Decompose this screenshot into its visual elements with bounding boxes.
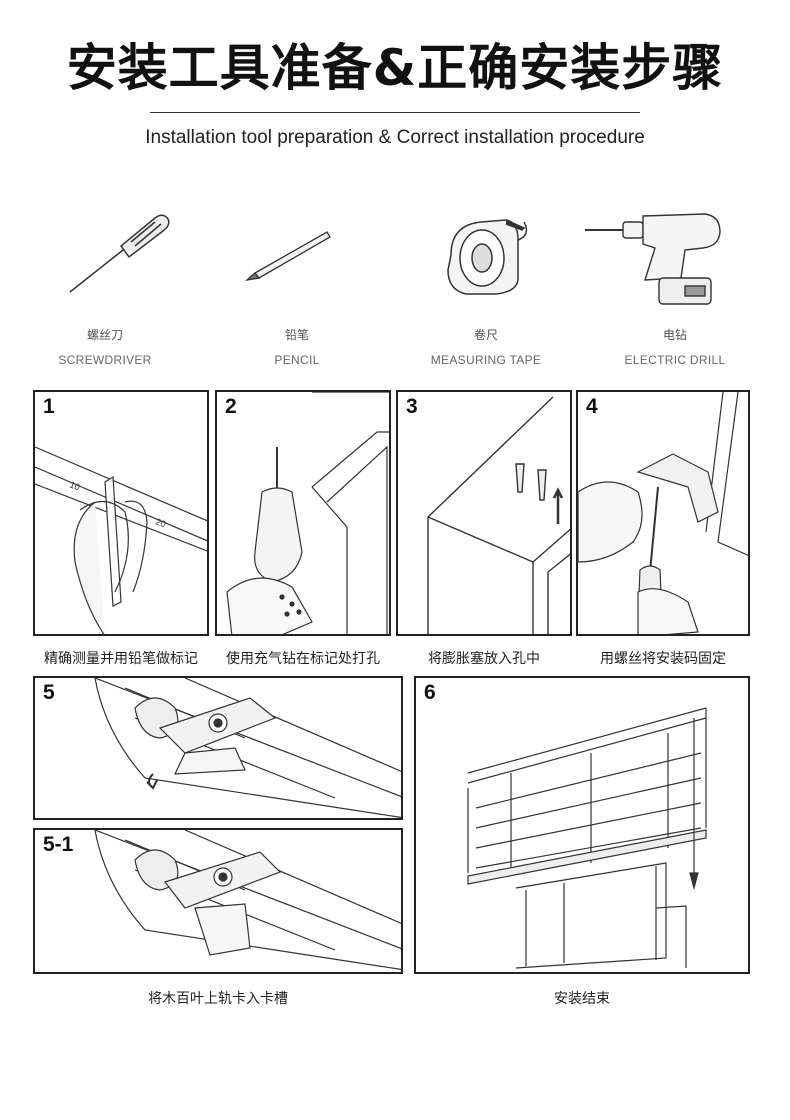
step-5-1-panel: 5-1	[33, 828, 403, 974]
step-number: 1	[43, 395, 55, 418]
tool-label-en: MEASURING TAPE	[430, 353, 542, 367]
page-subtitle: Installation tool preparation & Correct …	[145, 127, 645, 148]
tool-label-cn: 螺丝刀	[86, 328, 123, 342]
tool-label-en: ELECTRIC DRILL	[624, 353, 726, 367]
step-4-panel: 4	[576, 390, 750, 636]
step-3-panel: 3	[396, 390, 572, 636]
ruler-mark-10: 10	[68, 479, 81, 492]
step-5-illustration	[94, 678, 401, 818]
step-5-caption: 将木百叶上轨卡入卡槽	[148, 991, 288, 1007]
step-2-caption: 使用充气钻在标记处打孔	[226, 651, 380, 667]
tool-screwdriver: 螺丝刀 SCREWDRIVER	[15, 200, 195, 367]
step-1-panel: 10 20 1	[33, 390, 209, 636]
pencil-icon	[244, 231, 331, 282]
step-3-caption: 将膨胀塞放入孔中	[428, 651, 540, 667]
step-1-illustration: 10 20	[35, 446, 207, 634]
step-6-illustration	[467, 707, 707, 969]
tool-label-cn: 电钻	[662, 328, 687, 342]
step-number: 5-1	[43, 833, 74, 856]
step-6-caption: 安装结束	[554, 991, 610, 1007]
screwdriver-icon	[69, 214, 170, 293]
step-6-panel: 6	[414, 676, 750, 974]
page-title: 安装工具准备&正确安装步骤	[66, 39, 724, 97]
tool-electric-drill: 电钻 ELECTRIC DRILL	[585, 200, 765, 367]
step-5-panel: 5	[33, 676, 403, 820]
step-3-illustration	[427, 396, 570, 634]
step-4-illustration	[578, 392, 748, 634]
step-5-1-illustration	[94, 830, 401, 970]
step-2-panel: 2	[215, 390, 391, 636]
tool-measuring-tape: 卷尺 MEASURING TAPE	[396, 200, 576, 367]
tool-label-cn: 卷尺	[473, 328, 498, 342]
step-number: 5	[43, 681, 55, 704]
step-2-illustration	[226, 392, 389, 634]
tool-label-en: SCREWDRIVER	[58, 353, 152, 367]
step-1-caption: 精确测量并用铅笔做标记	[44, 651, 198, 667]
tool-pencil: 铅笔 PENCIL	[207, 200, 387, 367]
step-number: 3	[406, 395, 418, 418]
electric-drill-icon	[585, 213, 721, 305]
step-number: 6	[424, 681, 436, 704]
tool-label-cn: 铅笔	[284, 328, 309, 342]
measuring-tape-icon	[447, 219, 528, 295]
tool-label-en: PENCIL	[274, 353, 320, 367]
ruler-mark-20: 20	[154, 516, 167, 529]
title-divider	[150, 112, 640, 113]
step-number: 2	[225, 395, 237, 418]
step-4-caption: 用螺丝将安装码固定	[600, 651, 726, 667]
step-number: 4	[586, 395, 598, 418]
